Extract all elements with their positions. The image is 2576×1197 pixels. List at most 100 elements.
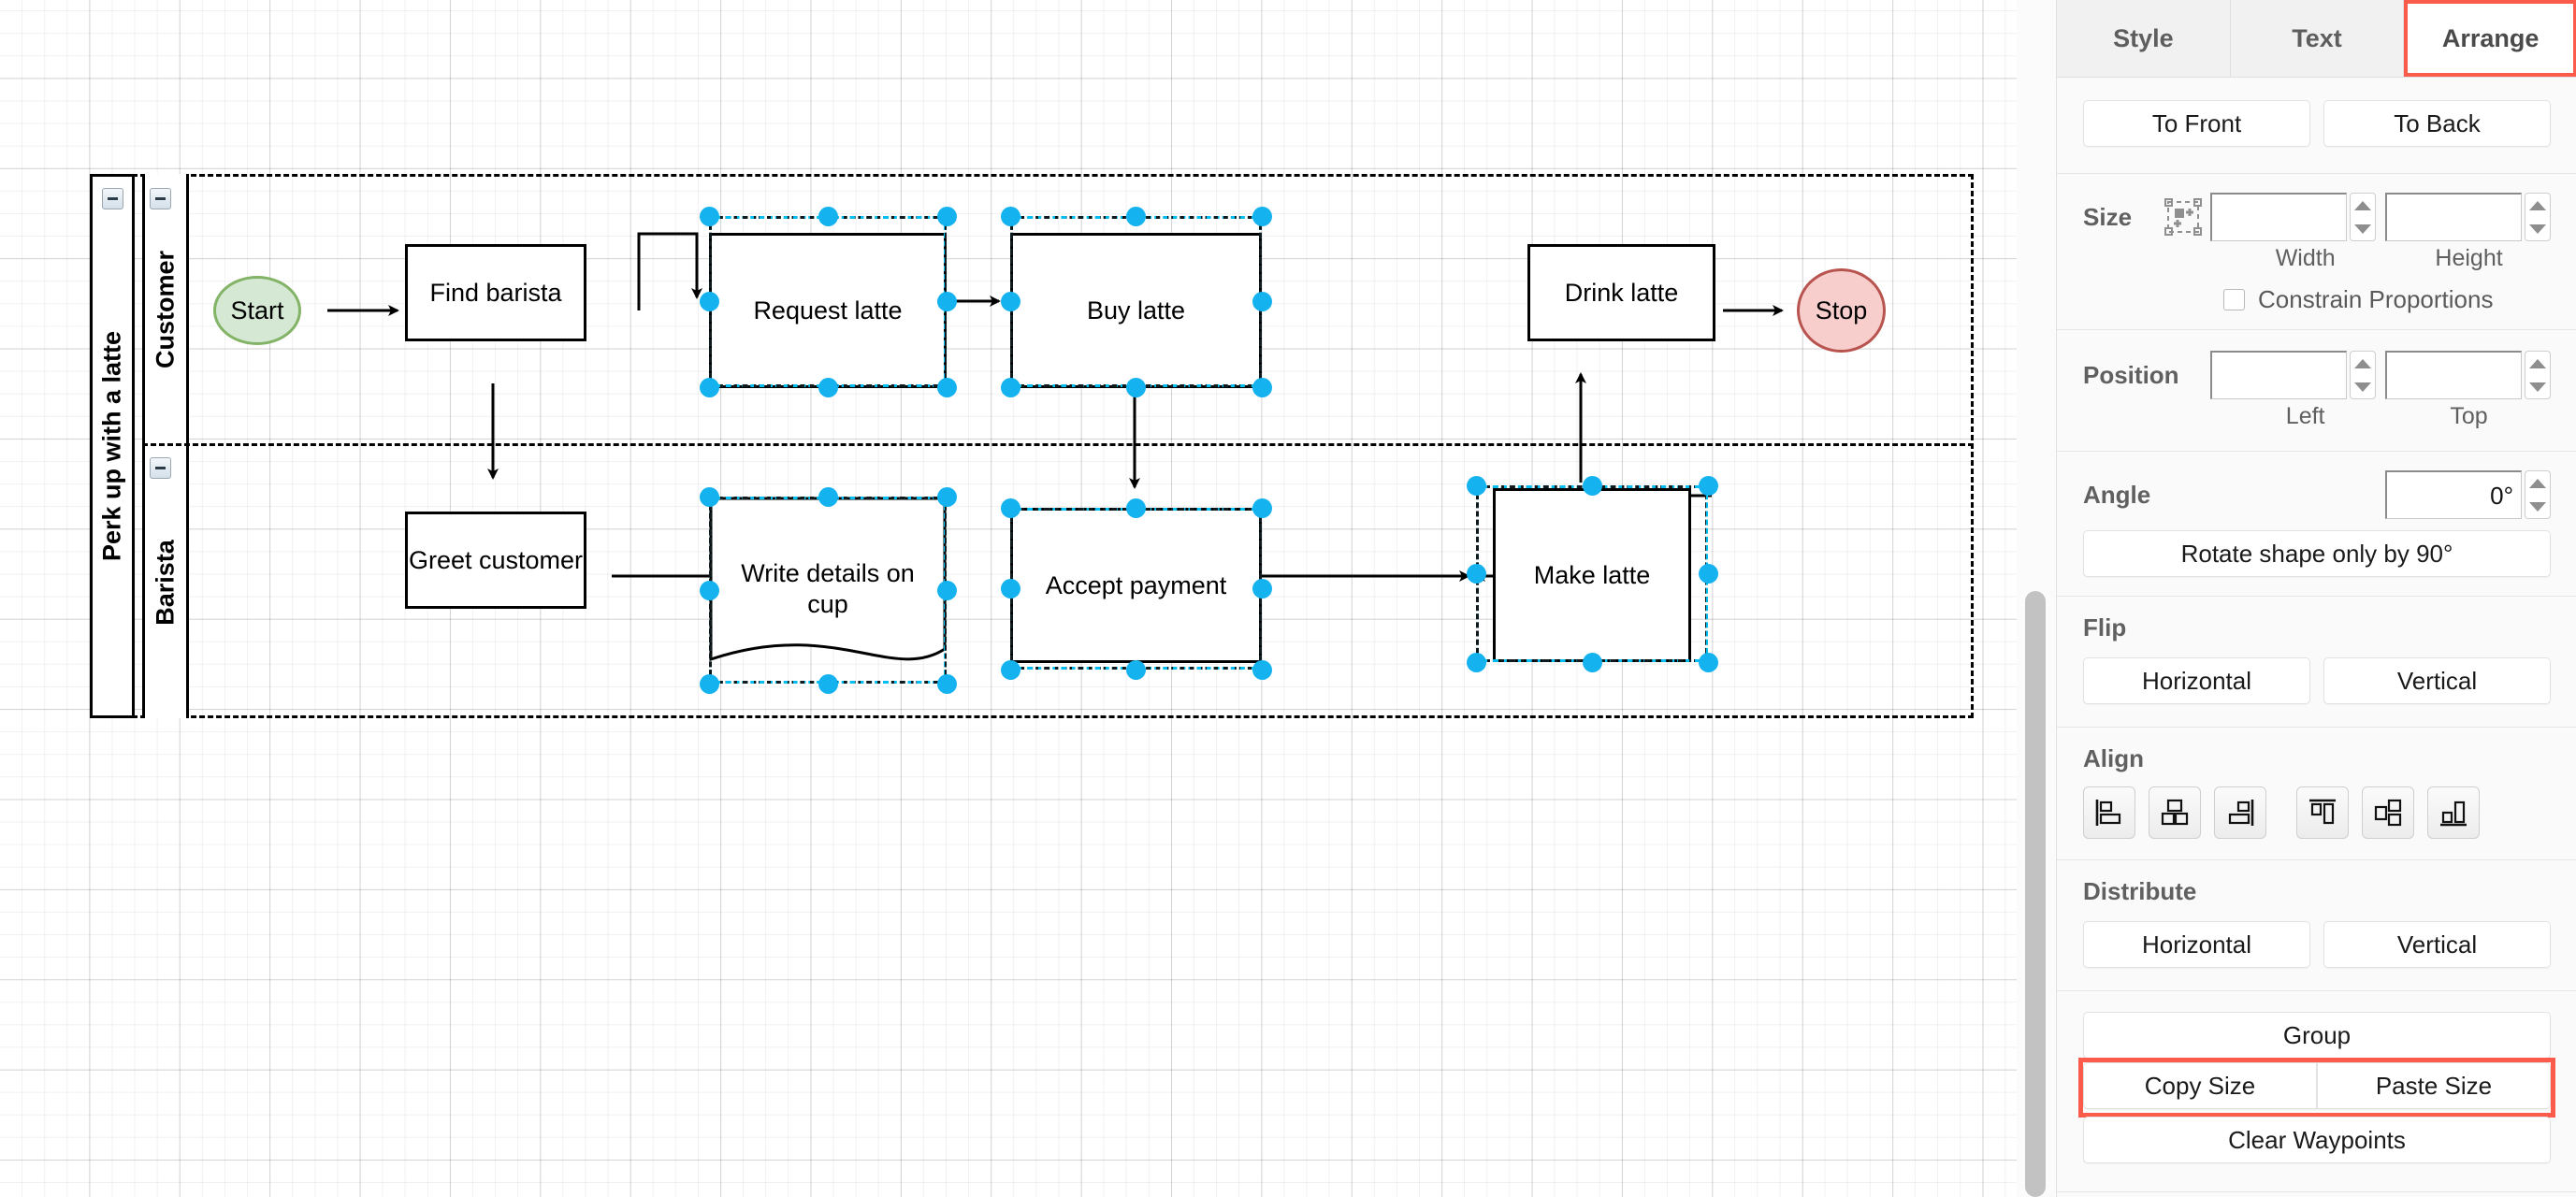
clear-waypoints-button[interactable]: Clear Waypoints (2083, 1117, 2551, 1163)
resize-handle[interactable] (699, 580, 719, 600)
lane-barista-collapse-icon[interactable] (150, 457, 171, 479)
selection-buy-latte[interactable] (1010, 216, 1262, 387)
rotate-shape-button[interactable]: Rotate shape only by 90° (2083, 530, 2551, 577)
resize-handle[interactable] (1125, 498, 1146, 518)
section-flip: Flip Horizontal Vertical (2057, 597, 2576, 728)
resize-handle[interactable] (1698, 475, 1718, 496)
resize-handle[interactable] (1698, 563, 1718, 584)
height-input[interactable] (2385, 193, 2522, 241)
resize-handle[interactable] (936, 486, 957, 507)
paste-size-button[interactable]: Paste Size (2317, 1062, 2551, 1109)
selection-accept-payment[interactable] (1010, 508, 1262, 670)
resize-handle[interactable] (699, 486, 719, 507)
tab-style[interactable]: Style (2057, 0, 2231, 77)
resize-handle[interactable] (1000, 659, 1020, 680)
lane-title-customer-label: Customer (151, 250, 180, 369)
tab-text[interactable]: Text (2231, 0, 2405, 77)
align-top-icon[interactable] (2296, 786, 2349, 839)
align-bottom-icon[interactable] (2427, 786, 2480, 839)
shape-drink-latte[interactable]: Drink latte (1527, 244, 1715, 341)
autosize-icon[interactable] (2160, 197, 2207, 237)
align-middle-icon[interactable] (2362, 786, 2414, 839)
resize-handle[interactable] (1000, 291, 1020, 311)
copy-size-button[interactable]: Copy Size (2083, 1062, 2317, 1109)
resize-handle[interactable] (1125, 206, 1146, 226)
resize-handle[interactable] (1466, 652, 1486, 672)
resize-handle[interactable] (699, 291, 719, 311)
resize-handle[interactable] (1698, 652, 1718, 672)
width-input[interactable] (2210, 193, 2347, 241)
constrain-proportions-checkbox[interactable] (2223, 289, 2245, 310)
resize-handle[interactable] (936, 673, 957, 694)
pool-collapse-icon[interactable] (102, 188, 123, 209)
resize-handle[interactable] (1000, 377, 1020, 397)
shape-start[interactable]: Start (213, 276, 301, 345)
flip-vertical-label: Vertical (2396, 666, 2478, 695)
resize-handle[interactable] (936, 377, 957, 397)
resize-handle[interactable] (699, 206, 719, 226)
lane-title-barista[interactable]: Barista (142, 446, 189, 718)
resize-handle[interactable] (818, 673, 838, 694)
resize-handle[interactable] (936, 206, 957, 226)
top-stepper[interactable] (2525, 351, 2551, 399)
distribute-vertical-button[interactable]: Vertical (2323, 921, 2551, 968)
resize-handle[interactable] (1466, 475, 1486, 496)
top-input[interactable] (2385, 351, 2522, 399)
resize-handle[interactable] (936, 291, 957, 311)
left-stepper[interactable] (2350, 351, 2376, 399)
diagram-canvas[interactable]: Perk up with a latte Customer Barista (0, 0, 2017, 1197)
resize-handle[interactable] (699, 673, 719, 694)
shape-find-barista[interactable]: Find barista (405, 244, 586, 341)
distribute-horizontal-label: Horizontal (2141, 930, 2252, 959)
align-center-icon[interactable] (2149, 786, 2201, 839)
left-input[interactable] (2210, 351, 2347, 399)
pool-title[interactable]: Perk up with a latte (90, 174, 135, 718)
tab-arrange[interactable]: Arrange (2404, 0, 2576, 77)
flip-horizontal-label: Horizontal (2141, 666, 2252, 695)
to-back-label: To Back (2394, 108, 2481, 137)
resize-handle[interactable] (818, 486, 838, 507)
lane-title-customer[interactable]: Customer (142, 174, 189, 445)
resize-handle[interactable] (1252, 377, 1272, 397)
distribute-horizontal-button[interactable]: Horizontal (2083, 921, 2310, 968)
resize-handle[interactable] (818, 206, 838, 226)
resize-handle[interactable] (1252, 206, 1272, 226)
constrain-proportions-label: Constrain Proportions (2258, 285, 2494, 313)
align-left-icon[interactable] (2083, 786, 2135, 839)
resize-handle[interactable] (936, 580, 957, 600)
shape-greet-customer-label: Greet customer (408, 545, 584, 574)
angle-input[interactable]: 0° (2385, 470, 2522, 519)
selection-make-latte[interactable] (1476, 485, 1708, 662)
resize-handle[interactable] (1125, 659, 1146, 680)
resize-handle[interactable] (1252, 578, 1272, 598)
resize-handle[interactable] (1582, 652, 1602, 672)
shape-stop[interactable]: Stop (1797, 268, 1886, 353)
resize-handle[interactable] (1125, 377, 1146, 397)
section-align: Align (2057, 728, 2576, 860)
resize-handle[interactable] (818, 377, 838, 397)
distribute-label: Distribute (2083, 877, 2197, 905)
lane-customer-collapse-icon[interactable] (150, 188, 171, 209)
resize-handle[interactable] (1000, 206, 1020, 226)
to-front-button[interactable]: To Front (2083, 100, 2310, 147)
resize-handle[interactable] (1252, 659, 1272, 680)
resize-handle[interactable] (1000, 498, 1020, 518)
flip-vertical-button[interactable]: Vertical (2323, 657, 2551, 704)
align-right-icon[interactable] (2214, 786, 2266, 839)
resize-handle[interactable] (699, 377, 719, 397)
flip-horizontal-button[interactable]: Horizontal (2083, 657, 2310, 704)
angle-stepper[interactable] (2525, 470, 2551, 519)
to-back-button[interactable]: To Back (2323, 100, 2551, 147)
resize-handle[interactable] (1252, 291, 1272, 311)
resize-handle[interactable] (1582, 475, 1602, 496)
resize-handle[interactable] (1466, 563, 1486, 584)
group-button[interactable]: Group (2083, 1012, 2551, 1059)
resize-handle[interactable] (1000, 578, 1020, 598)
width-caption: Width (2275, 245, 2336, 271)
height-stepper[interactable] (2525, 193, 2551, 241)
shape-greet-customer[interactable]: Greet customer (405, 512, 586, 609)
resize-handle[interactable] (1252, 498, 1272, 518)
selection-request-latte[interactable] (709, 216, 947, 387)
width-stepper[interactable] (2350, 193, 2376, 241)
canvas-vertical-scrollbar[interactable] (2025, 591, 2046, 1197)
